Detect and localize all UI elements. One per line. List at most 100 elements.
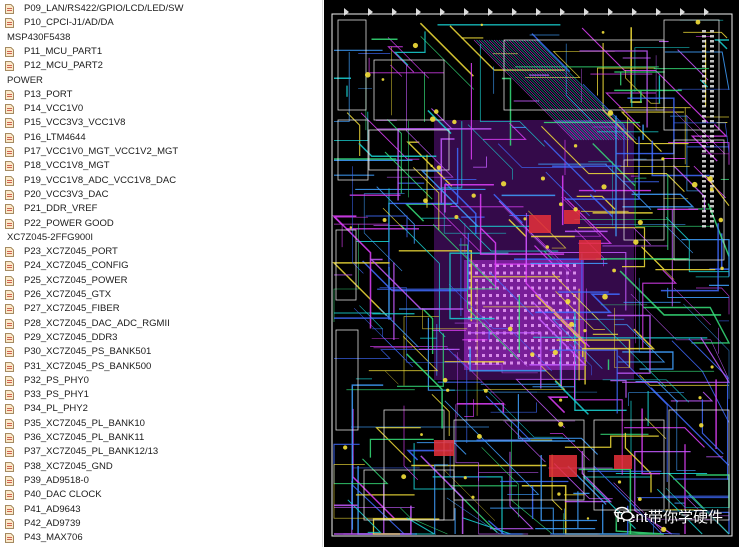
schematic-page-icon <box>5 490 14 501</box>
tree-item-label: P28_XC7Z045_DAC_ADC_RGMII <box>24 317 170 329</box>
tree-page-item[interactable]: P43_MAX706 <box>0 531 320 545</box>
tree-item-label: P40_DAC CLOCK <box>24 489 102 501</box>
tree-page-item[interactable]: P36_XC7Z045_PL_BANK11 <box>0 431 320 445</box>
component-outline <box>337 119 369 181</box>
tree-group[interactable]: MSP430F5438 <box>3 31 322 45</box>
tree-page-item[interactable]: P34_PL_PHY2 <box>0 402 320 416</box>
tree-page-item[interactable]: P11_MCU_PART1 <box>0 45 320 59</box>
tree-page-item[interactable]: P27_XC7Z045_FIBER <box>0 302 320 316</box>
component-outline <box>673 139 725 261</box>
pcb-layout-view[interactable]: Trent带你学硬件 <box>324 0 739 547</box>
ic-pad <box>579 240 601 260</box>
schematic-page-icon <box>5 404 14 415</box>
schematic-page-icon <box>5 390 14 400</box>
bga-area <box>464 260 584 370</box>
schematic-page-icon <box>5 247 14 257</box>
schematic-page-icon <box>5 104 14 114</box>
schematic-page-icon <box>5 347 14 358</box>
tree-page-item[interactable]: P09_LAN/RS422/GPIO/LCD/LED/SW <box>0 2 320 16</box>
ic-pad <box>434 440 454 456</box>
tree-page-item[interactable]: P14_VCC1V0 <box>0 102 320 116</box>
tree-group[interactable]: XC7Z045-2FFG900I <box>3 231 322 245</box>
schematic-page-icon <box>5 375 14 386</box>
tree-page-item[interactable]: P33_PS_PHY1 <box>0 388 320 402</box>
watermark: Trent带你学硬件 <box>614 506 723 527</box>
schematic-page-icon <box>5 61 14 72</box>
tree-page-item[interactable]: P26_XC7Z045_GTX <box>0 288 320 302</box>
schematic-page-icon <box>5 332 14 343</box>
tree-item-label: P22_POWER GOOD <box>24 217 114 229</box>
tree-page-item[interactable]: P19_VCC1V8_ADC_VCC1V8_DAC <box>0 174 320 188</box>
schematic-page-icon <box>5 518 14 529</box>
component-outline <box>363 469 455 521</box>
component-outline <box>453 419 585 501</box>
tree-page-item[interactable]: P12_MCU_PART2 <box>0 59 320 73</box>
tree-item-label: P17_VCC1V0_MGT_VCC1V2_MGT <box>24 146 179 157</box>
tree-page-item[interactable]: P30_XC7Z045_PS_BANK501 <box>0 345 320 359</box>
tree-item-label: P19_VCC1V8_ADC_VCC1V8_DAC <box>24 174 177 186</box>
schematic-page-icon <box>5 533 14 543</box>
tree-page-item[interactable]: P37_XC7Z045_PL_BANK12/13 <box>0 445 320 459</box>
tree-page-item[interactable]: P15_VCC3V3_VCC1V8 <box>0 116 320 130</box>
component-outline <box>335 329 359 431</box>
tree-page-item[interactable]: P24_XC7Z045_CONFIG <box>0 259 320 273</box>
schematic-page-icon <box>5 175 14 186</box>
tree-item-label: P31_XC7Z045_PS_BANK500 <box>24 360 152 372</box>
tree-item-label: P38_XC7Z045_GND <box>24 460 113 472</box>
tree-item-label: P09_LAN/RS422/GPIO/LCD/LED/SW <box>24 3 184 14</box>
schematic-page-icon <box>5 261 14 272</box>
tree-page-item[interactable]: P20_VCC3V3_DAC <box>0 188 320 202</box>
component-outline <box>668 409 730 521</box>
tree-page-item[interactable]: P22_POWER GOOD <box>0 217 320 231</box>
schematic-page-icon <box>5 418 14 429</box>
component-outline <box>623 159 665 241</box>
tree-group[interactable]: POWER <box>3 74 322 88</box>
tree-page-item[interactable]: P31_XC7Z045_PS_BANK500 <box>0 360 320 374</box>
tree-page-item[interactable]: P13_PORT <box>0 88 320 102</box>
tree-page-item[interactable]: P18_VCC1V8_MGT <box>0 159 320 173</box>
tree-item-label: P12_MCU_PART2 <box>24 60 103 72</box>
schematic-page-icon <box>5 204 14 215</box>
tree-page-item[interactable]: P35_XC7Z045_PL_BANK10 <box>0 417 320 431</box>
wechat-icon <box>613 506 633 521</box>
tree-page-item[interactable]: P39_AD9518-0 <box>0 474 320 488</box>
tree-item-label: MSP430F5438 <box>7 31 71 43</box>
schematic-page-icon <box>5 218 14 229</box>
schematic-page-icon <box>5 447 14 458</box>
component-outline <box>593 419 665 511</box>
tree-page-item[interactable]: P42_AD9739 <box>0 517 320 531</box>
schematic-page-icon <box>5 318 14 329</box>
tree-page-item[interactable]: P28_XC7Z045_DAC_ADC_RGMII <box>0 317 320 331</box>
schematic-page-icon <box>5 118 14 129</box>
tree-item-label: P30_XC7Z045_PS_BANK501 <box>24 346 152 358</box>
schematic-page-icon <box>5 89 14 100</box>
schematic-page-icon <box>5 132 14 143</box>
tree-item-label: P24_XC7Z045_CONFIG <box>24 260 129 272</box>
schematic-page-icon <box>5 361 14 372</box>
tree-item-label: P21_DDR_VREF <box>24 203 98 215</box>
tree-page-item[interactable]: P38_XC7Z045_GND <box>0 460 320 474</box>
tree-page-item[interactable]: P23_XC7Z045_PORT <box>0 245 320 259</box>
tree-page-item[interactable]: P17_VCC1V0_MGT_VCC1V2_MGT <box>0 145 320 159</box>
schematic-page-tree[interactable]: P09_LAN/RS422/GPIO/LCD/LED/SW P10_CPCI-J1… <box>0 0 323 547</box>
tree-item-label: P34_PL_PHY2 <box>24 403 88 415</box>
tree-page-item[interactable]: P21_DDR_VREF <box>0 202 320 216</box>
tree-page-item[interactable]: P25_XC7Z045_POWER <box>0 274 320 288</box>
schematic-page-icon <box>5 290 14 300</box>
schematic-page-icon <box>5 433 14 443</box>
tree-item-label: P43_MAX706 <box>24 532 83 544</box>
tree-page-item[interactable]: P32_PS_PHY0 <box>0 374 320 388</box>
tree-page-item[interactable]: P10_CPCI-J1/AD/DA <box>0 16 320 30</box>
schematic-page-icon <box>5 147 14 157</box>
tree-page-item[interactable]: P40_DAC CLOCK <box>0 488 320 502</box>
tree-item-label: P20_VCC3V3_DAC <box>24 188 109 200</box>
tree-page-item[interactable]: P29_XC7Z045_DDR3 <box>0 331 320 345</box>
tree-item-label: XC7Z045-2FFG900I <box>7 231 94 243</box>
tree-item-label: P29_XC7Z045_DDR3 <box>24 331 118 343</box>
tree-item-label: P14_VCC1V0 <box>24 103 84 115</box>
tree-item-label: P27_XC7Z045_FIBER <box>24 303 120 315</box>
tree-page-item[interactable]: P16_LTM4644 <box>0 131 320 145</box>
tree-item-label: P35_XC7Z045_PL_BANK10 <box>24 417 145 429</box>
schematic-page-icon <box>5 504 14 515</box>
tree-page-item[interactable]: P41_AD9643 <box>0 503 320 517</box>
